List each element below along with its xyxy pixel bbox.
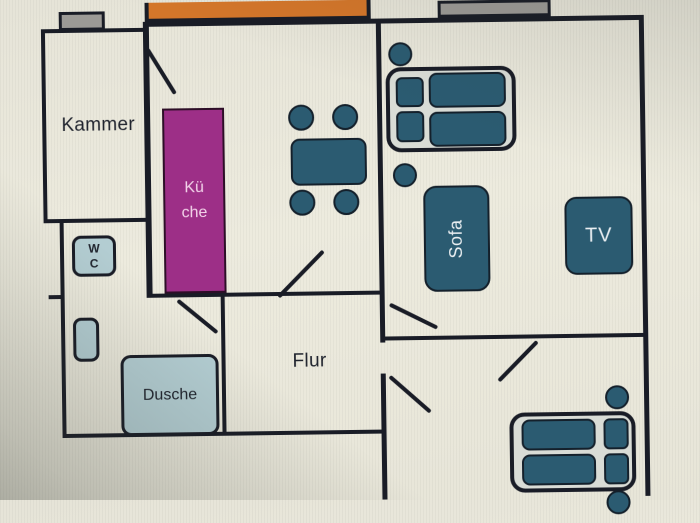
mattress-icon [521,418,596,451]
wc-label-line2: C [89,256,99,271]
nightstand-icon [606,490,631,515]
tv-label: TV [584,223,613,247]
floor-plan-canvas: Kü che Sofa TV W C Dusche Kammer Flur [40,0,651,515]
chair-icon [331,103,359,131]
room-label-flur: Flur [292,350,327,372]
sink-icon [72,317,100,362]
mattress-icon [429,110,507,147]
nightstand-icon [604,385,630,410]
pillow-icon [395,76,425,108]
pillow-icon [396,110,425,143]
wall-joint-tick [48,295,61,300]
room-label-kammer: Kammer [61,113,136,137]
sofa: Sofa [423,185,491,292]
chair-icon [289,189,316,216]
mattress-icon [521,453,597,486]
door-swing-icon [497,340,539,383]
kitchen-counter: Kü che [162,107,227,294]
door-swing-icon [388,374,432,414]
wall-segment [142,21,153,298]
mattress-icon [428,71,507,108]
balcony [144,0,371,23]
door-swing-icon [145,47,177,95]
pillow-icon [603,453,630,485]
wall-segment [220,292,227,436]
window-icon [58,11,105,32]
shower-fixture: Dusche [120,353,220,437]
wc-label-line1: W [88,240,100,256]
wall-segment [385,332,644,341]
nightstand-icon [392,163,418,188]
chair-icon [333,188,360,216]
door-swing-icon [388,302,439,330]
door-swing-icon [176,298,219,335]
wall-segment [380,373,388,500]
dining-table-icon [290,137,368,186]
tv: TV [564,196,634,275]
window-icon [437,0,551,18]
kitchen-label-line1: Kü [184,178,205,197]
kitchen-label-line2: che [181,203,208,221]
wall-segment [59,218,67,439]
dusche-label: Dusche [142,385,198,404]
nightstand-icon [388,42,413,67]
wall-segment [638,14,651,496]
chair-icon [287,104,315,131]
wc-fixture: W C [71,235,117,277]
pillow-icon [603,418,629,450]
sofa-label: Sofa [446,218,467,259]
